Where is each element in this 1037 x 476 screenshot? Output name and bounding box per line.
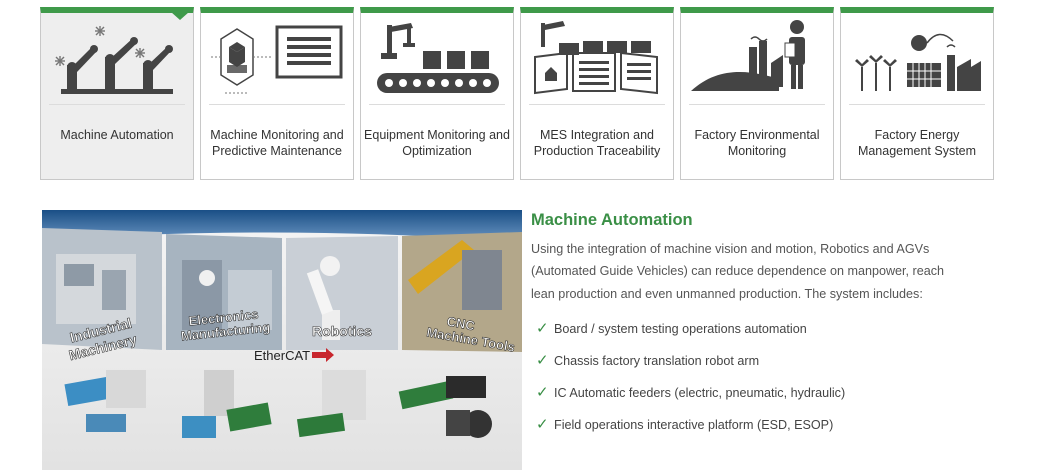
tab-equipment-monitoring[interactable]: Equipment Monitoring and Optimization bbox=[360, 7, 514, 180]
tab-label: Factory Environmental Monitoring bbox=[694, 128, 820, 158]
section-title: Machine Automation bbox=[531, 211, 693, 229]
list-item: ✓IC Automatic feeders (electric, pneumat… bbox=[531, 377, 971, 409]
tab-divider bbox=[369, 104, 505, 105]
tab-label: MES Integration and Production Traceabil… bbox=[533, 128, 661, 158]
list-item: ✓Board / system testing operations autom… bbox=[531, 313, 971, 345]
checkmark-icon: ✓ bbox=[536, 415, 549, 433]
solution-detail: Machine Automation Using the integration… bbox=[531, 210, 971, 441]
tab-divider bbox=[49, 104, 185, 105]
feature-list: ✓Board / system testing operations autom… bbox=[531, 313, 971, 441]
active-tab-notch bbox=[171, 12, 189, 20]
mes-trace-icon bbox=[527, 17, 667, 103]
list-item: ✓Field operations interactive platform (… bbox=[531, 409, 971, 441]
list-item: ✓Chassis factory translation robot arm bbox=[531, 345, 971, 377]
tab-label: Factory Energy Management System bbox=[857, 128, 977, 158]
tab-mes-integration[interactable]: MES Integration and Production Traceabil… bbox=[520, 7, 674, 180]
ethercat-label: EtherCAT bbox=[254, 348, 310, 363]
tab-divider bbox=[209, 104, 345, 105]
factory-person-icon bbox=[687, 17, 827, 103]
caption-robotics: Robotics bbox=[312, 323, 372, 339]
tab-divider bbox=[849, 104, 985, 105]
tab-label: Equipment Monitoring and Optimization bbox=[364, 128, 510, 158]
tab-label: Machine Monitoring and Predictive Mainte… bbox=[210, 128, 344, 158]
checkmark-icon: ✓ bbox=[536, 383, 549, 401]
energy-factory-icon bbox=[847, 17, 987, 103]
robot-arms-icon bbox=[47, 17, 187, 103]
tab-divider bbox=[689, 104, 825, 105]
conveyor-belt-icon bbox=[367, 17, 507, 103]
machine-automation-banner-image: Industrial Machinery Electronics Manufac… bbox=[42, 210, 522, 470]
checkmark-icon: ✓ bbox=[536, 319, 549, 337]
tab-factory-environmental[interactable]: Factory Environmental Monitoring bbox=[680, 7, 834, 180]
caption-cnc-1: CNC bbox=[446, 314, 477, 334]
tab-factory-energy[interactable]: Factory Energy Management System bbox=[840, 7, 994, 180]
tab-machine-monitoring[interactable]: Machine Monitoring and Predictive Mainte… bbox=[200, 7, 354, 180]
tab-label: Machine Automation bbox=[60, 128, 174, 142]
checkmark-icon: ✓ bbox=[536, 351, 549, 369]
solution-tabs: Machine Automation bbox=[40, 7, 994, 181]
cube-monitor-icon bbox=[207, 17, 347, 103]
section-description: Using the integration of machine vision … bbox=[531, 242, 945, 301]
tab-divider bbox=[529, 104, 665, 105]
tab-machine-automation[interactable]: Machine Automation bbox=[40, 7, 194, 180]
